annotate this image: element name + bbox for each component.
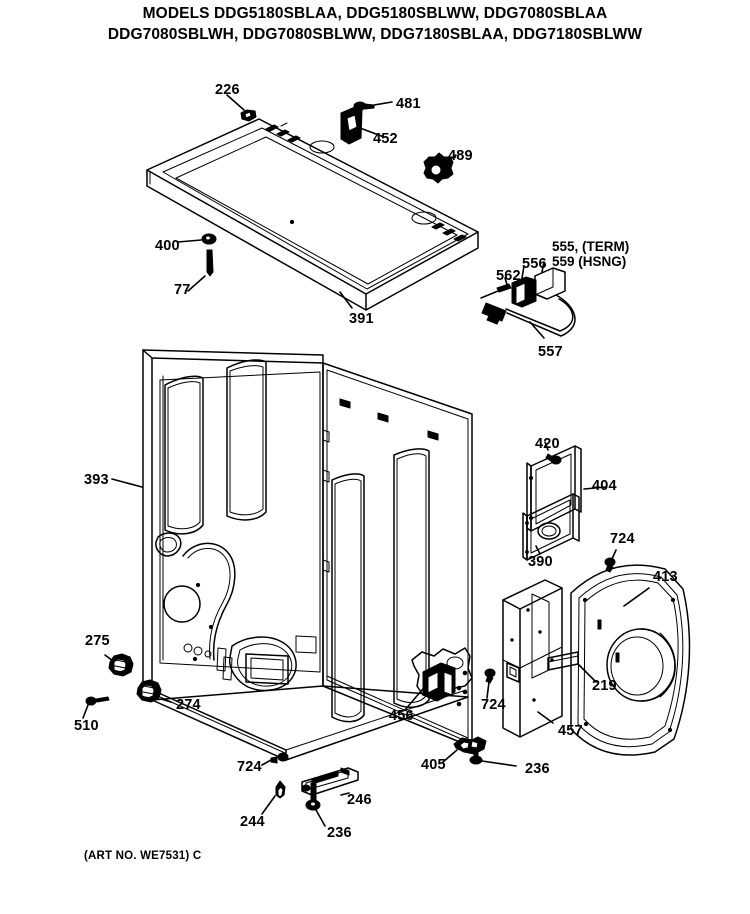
callout-456: 456: [389, 708, 414, 724]
callout-405: 405: [421, 757, 446, 773]
callout-226: 226: [215, 82, 240, 98]
callout-559-hsng: 559 (HSNG): [552, 254, 627, 269]
top-panel-391: [146, 118, 479, 311]
screw-77: [187, 249, 214, 292]
latch-246: [301, 767, 359, 796]
callout-236-right: 236: [525, 761, 550, 777]
clip-226: [226, 94, 257, 122]
heater-box-457: [502, 579, 563, 738]
callout-510: 510: [74, 718, 99, 734]
callout-275: 275: [85, 633, 110, 649]
grommet-489: [423, 152, 457, 184]
callout-457: 457: [558, 723, 583, 739]
callout-244: 244: [240, 814, 265, 830]
screw-420: [544, 441, 562, 465]
callout-219: 219: [592, 678, 617, 694]
screw-724-lower-left: [261, 752, 289, 766]
leg-274: [136, 679, 172, 703]
screw-236-center: [305, 782, 326, 827]
callout-390: 390: [528, 554, 553, 570]
nut-400: [177, 233, 217, 245]
duct-bracket-390: [522, 493, 580, 561]
callout-452: 452: [373, 131, 398, 147]
bracket-456: [404, 647, 473, 711]
callout-404: 404: [592, 478, 617, 494]
access-cover-404: [526, 445, 607, 532]
callout-724-lower-left: 724: [237, 759, 262, 775]
callout-489: 489: [448, 148, 473, 164]
callout-236-center: 236: [327, 825, 352, 841]
title-line-1: MODELS DDG5180SBLAA, DDG5180SBLWW, DDG70…: [142, 5, 608, 22]
front-panel-413: [570, 564, 691, 756]
callout-77: 77: [174, 282, 191, 298]
callout-413: 413: [653, 569, 678, 585]
callout-400: 400: [155, 238, 180, 254]
clip-244: [261, 780, 286, 815]
bracket-405: [442, 736, 487, 763]
callout-724-lower-mid: 724: [481, 697, 506, 713]
duct-219: [547, 651, 597, 683]
screw-510: [82, 696, 110, 719]
callout-562: 562: [496, 268, 521, 284]
callout-246: 246: [347, 792, 372, 808]
leg-275: [104, 653, 134, 677]
screw-724-upper-right: [604, 549, 617, 573]
art-number: (ART NO. WE7531) C: [84, 850, 202, 862]
page-title: MODELS DDG5180SBLAA, DDG5180SBLWW, DDG70…: [0, 3, 750, 45]
title-line-2: DDG7080SBLWH, DDG7080SBLWW, DDG7180SBLAA…: [107, 26, 643, 43]
callout-724-upper-right: 724: [610, 531, 635, 547]
terminal-harness-assembly: [480, 261, 576, 339]
callout-393: 393: [84, 472, 109, 488]
leader-391: [339, 291, 353, 309]
screw-724-lower-mid: [484, 668, 496, 699]
callout-557: 557: [538, 344, 563, 360]
callout-420: 420: [535, 436, 560, 452]
callout-391: 391: [349, 311, 374, 327]
hinge-452: [340, 106, 385, 145]
cabinet-393: [111, 349, 473, 761]
callout-481: 481: [396, 96, 421, 112]
callout-274: 274: [176, 697, 201, 713]
callout-556: 556: [522, 256, 547, 272]
screw-481: [353, 101, 393, 111]
callout-555-term: 555, (TERM): [552, 239, 630, 254]
